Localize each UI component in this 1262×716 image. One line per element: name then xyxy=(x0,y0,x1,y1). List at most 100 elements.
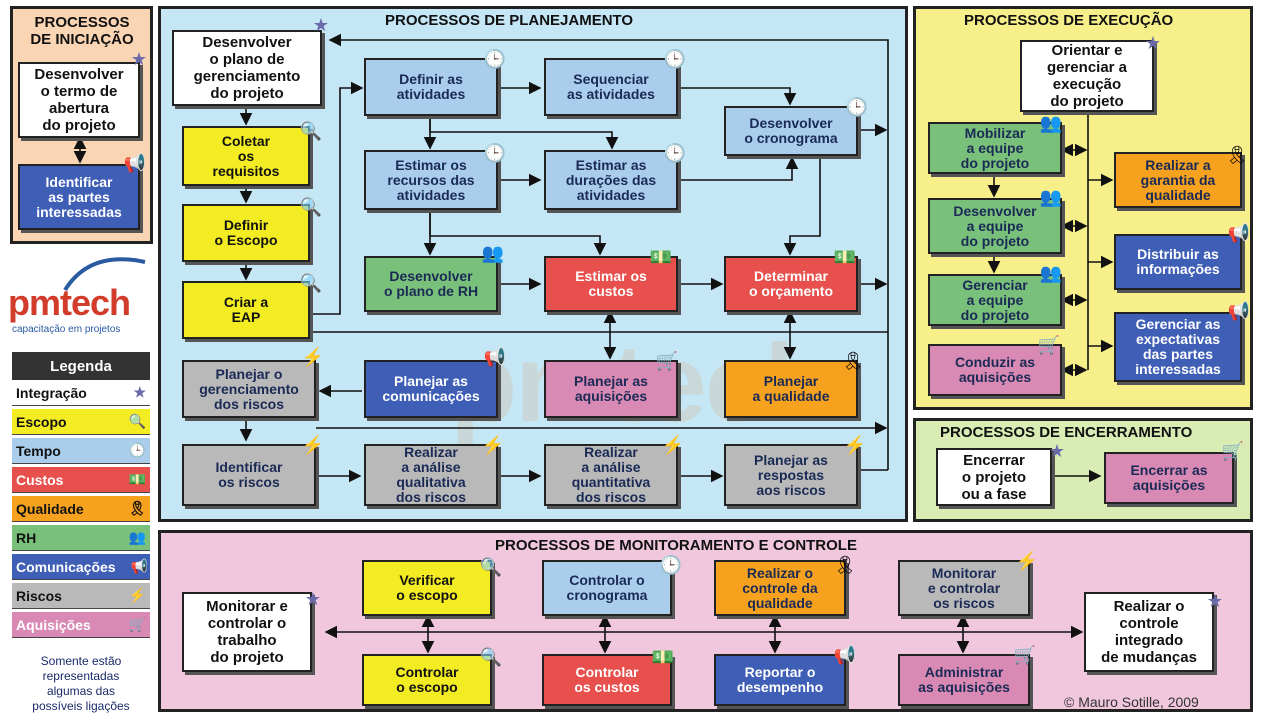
legend-riscos: Riscos⚡ xyxy=(12,583,150,609)
box-estimar-custos[interactable]: Estimar os custos xyxy=(544,256,678,312)
legend-label: Integração xyxy=(16,384,87,401)
box-controle-integrado[interactable]: Realizar o controle integrado de mudança… xyxy=(1084,592,1214,672)
ribbon-icon: 🎗 xyxy=(841,351,865,371)
box-distribuir-informacoes[interactable]: Distribuir as informações xyxy=(1114,234,1242,290)
ribbon-icon: 🎗 xyxy=(1225,145,1249,165)
box-verificar-escopo[interactable]: Verificar o escopo xyxy=(362,560,492,616)
box-planejar-aquisicoes[interactable]: Planejar as aquisições xyxy=(544,360,678,418)
box-gerenciar-equipe[interactable]: Gerenciar a equipe do projeto xyxy=(928,274,1062,326)
box-mobilizar-equipe[interactable]: Mobilizar a equipe do projeto xyxy=(928,122,1062,174)
box-planejar-riscos[interactable]: Planejar o gerenciamento dos riscos xyxy=(182,360,316,418)
star-icon: ★ xyxy=(130,49,148,69)
megaphone-icon: 📢 xyxy=(833,645,857,665)
box-desenvolver-equipe[interactable]: Desenvolver a equipe do projeto xyxy=(928,198,1062,254)
cart-icon: 🛒 xyxy=(1221,441,1245,461)
box-controlar-cronograma[interactable]: Controlar o cronograma xyxy=(542,560,672,616)
box-controlar-escopo[interactable]: Controlar o escopo xyxy=(362,654,492,706)
legend-qualidade: Qualidade🎗 xyxy=(12,496,150,522)
megaphone-icon: 📢 xyxy=(123,153,147,173)
box-sequenciar-atividades[interactable]: Sequenciar as atividades xyxy=(544,58,678,116)
box-monitorar-trabalho[interactable]: Monitorar e controlar o trabalho do proj… xyxy=(182,592,312,672)
box-encerrar-projeto[interactable]: Encerrar o projeto ou a fase xyxy=(936,448,1052,506)
lightning-icon: ⚡ xyxy=(843,435,867,455)
cart-icon: 🛒 xyxy=(1013,645,1037,665)
box-monitorar-riscos[interactable]: Monitorar e controlar os riscos xyxy=(898,560,1030,616)
ribbon-icon: 🎗 xyxy=(128,500,146,516)
legend-rh: RH 👥 xyxy=(12,525,150,551)
star-icon: ★ xyxy=(312,15,330,35)
box-encerrar-aquisicoes[interactable]: Encerrar as aquisições xyxy=(1104,452,1234,504)
star-icon: ★ xyxy=(1048,441,1066,461)
cart-icon: 🛒 xyxy=(655,351,679,371)
box-planejar-respostas[interactable]: Planejar as respostas aos riscos xyxy=(724,444,858,506)
copyright: © Mauro Sotille, 2009 xyxy=(1064,694,1199,710)
box-reportar-desempenho[interactable]: Reportar o desempenho xyxy=(714,654,846,706)
panel-monitoramento xyxy=(158,530,1253,712)
clock-icon: 🕒 xyxy=(483,143,507,163)
box-plano-gerenciamento[interactable]: Desenvolver o plano de gerenciamento do … xyxy=(172,30,322,106)
box-criar-eap[interactable]: Criar a EAP xyxy=(182,281,310,339)
legend-label: Comunicações xyxy=(16,558,116,575)
lightning-icon: ⚡ xyxy=(661,435,685,455)
lightning-icon: ⚡ xyxy=(1015,551,1039,571)
box-conduzir-aquisicoes[interactable]: Conduzir as aquisições xyxy=(928,344,1062,396)
lightning-icon: ⚡ xyxy=(301,347,325,367)
box-desenvolver-cronograma[interactable]: Desenvolver o cronograma xyxy=(724,106,858,156)
megaphone-icon: 📢 xyxy=(483,347,507,367)
magnifier-icon: 🔍 xyxy=(299,197,323,217)
clock-icon: 🕒 xyxy=(128,442,146,458)
logo-swoosh xyxy=(63,257,146,292)
money-icon: 💵 xyxy=(651,647,675,667)
box-determinar-orcamento[interactable]: Determinar o orçamento xyxy=(724,256,858,312)
panel-title-execucao: PROCESSOS DE EXECUÇÃO xyxy=(964,12,1174,29)
lightning-icon: ⚡ xyxy=(481,435,505,455)
legend-integracao: Integração ★ xyxy=(12,380,150,406)
people-icon: 👥 xyxy=(1039,263,1063,283)
box-gerenciar-expectativas[interactable]: Gerenciar as expectativas das partes int… xyxy=(1114,312,1242,382)
legend-label: Aquisições xyxy=(16,616,91,633)
box-garantia-qualidade[interactable]: Realizar a garantia da qualidade xyxy=(1114,152,1242,208)
legend-label: Tempo xyxy=(16,442,61,459)
box-definir-escopo[interactable]: Definir o Escopo xyxy=(182,204,310,262)
legend-custos: Custos💵 xyxy=(12,467,150,493)
star-icon: ★ xyxy=(1206,591,1224,611)
megaphone-icon: 📢 xyxy=(1227,301,1251,321)
legend-title: Legenda xyxy=(12,352,150,380)
box-planejar-comunicacoes[interactable]: Planejar as comunicações xyxy=(364,360,498,418)
legend-comunicacoes: Comunicações 📢 xyxy=(12,554,150,580)
box-controlar-custos[interactable]: Controlar os custos xyxy=(542,654,672,706)
panel-title-iniciacao: PROCESSOS DE INICIAÇÃO xyxy=(30,14,134,48)
box-orientar-execucao[interactable]: Orientar e gerenciar a execução do proje… xyxy=(1020,40,1154,112)
megaphone-icon: 📢 xyxy=(130,558,148,574)
box-estimar-recursos[interactable]: Estimar os recursos das atividades xyxy=(364,150,498,210)
money-icon: 💵 xyxy=(833,247,857,267)
star-icon: ★ xyxy=(133,384,146,400)
box-planejar-qualidade[interactable]: Planejar a qualidade xyxy=(724,360,858,418)
legend-escopo: Escopo🔍 xyxy=(12,409,150,435)
people-icon: 👥 xyxy=(128,529,146,545)
box-identificar-riscos[interactable]: Identificar os riscos xyxy=(182,444,316,506)
clock-icon: 🕒 xyxy=(845,97,869,117)
box-analise-qualitativa[interactable]: Realizar a análise qualitativa dos risco… xyxy=(364,444,498,506)
people-icon: 👥 xyxy=(481,243,505,263)
clock-icon: 🕒 xyxy=(663,49,687,69)
box-controle-qualidade[interactable]: Realizar o controle da qualidade xyxy=(714,560,846,616)
magnifier-icon: 🔍 xyxy=(299,121,323,141)
legend-label: RH xyxy=(16,529,37,546)
box-coletar-requisitos[interactable]: Coletar os requisitos xyxy=(182,126,310,186)
clock-icon: 🕒 xyxy=(483,49,507,69)
box-administrar-aquisicoes[interactable]: Administrar as aquisições xyxy=(898,654,1030,706)
box-analise-quantitativa[interactable]: Realizar a análise quantitativa dos risc… xyxy=(544,444,678,506)
people-icon: 👥 xyxy=(1039,187,1063,207)
logo: pmtech xyxy=(8,282,131,323)
box-plano-rh[interactable]: Desenvolver o plano de RH xyxy=(364,256,498,312)
box-estimar-duracoes[interactable]: Estimar as durações das atividades xyxy=(544,150,678,210)
box-definir-atividades[interactable]: Definir as atividades xyxy=(364,58,498,116)
legend-aquisicoes: Aquisições🛒 xyxy=(12,612,150,638)
cart-icon: 🛒 xyxy=(1037,335,1061,355)
clock-icon: 🕒 xyxy=(659,555,683,575)
box-identificar-partes[interactable]: Identificar as partes interessadas xyxy=(18,164,140,230)
panel-title-planejamento: PROCESSOS DE PLANEJAMENTO xyxy=(385,12,634,29)
box-desenvolver-termo[interactable]: Desenvolver o termo de abertura do proje… xyxy=(18,62,140,138)
